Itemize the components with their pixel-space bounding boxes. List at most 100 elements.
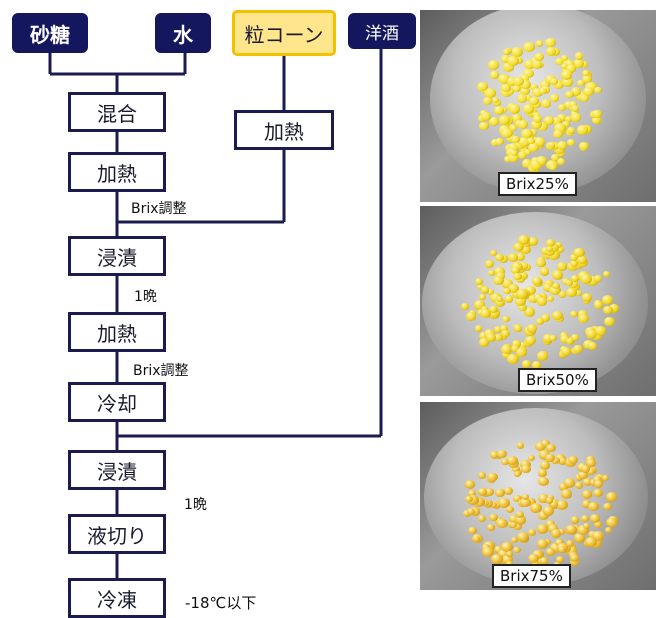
corn-kernel — [515, 296, 526, 306]
corn-kernel — [551, 153, 560, 161]
corn-photo-3: Brix75% — [420, 402, 656, 590]
brix-adjust-note-2: Brix調整 — [133, 363, 189, 379]
corn-kernel — [534, 137, 546, 147]
corn-kernel — [537, 476, 549, 486]
corn-kernel — [577, 256, 587, 264]
corn-kernel — [498, 74, 510, 85]
corn-kernel — [566, 524, 577, 535]
corn-kernel — [509, 124, 518, 132]
corn-kernel — [520, 497, 531, 507]
corn-kernel — [508, 104, 521, 115]
corn-kernel — [557, 141, 568, 150]
corn-kernel — [508, 142, 519, 152]
corn-kernel — [517, 94, 528, 103]
corn-pile-1 — [477, 37, 603, 173]
corn-kernel — [489, 305, 499, 314]
corn-kernel — [557, 103, 567, 111]
corn-kernel — [511, 136, 520, 144]
corn-kernel — [557, 457, 568, 466]
corn-kernel — [540, 98, 552, 108]
corn-kernel — [462, 510, 471, 517]
corn-kernel — [470, 506, 481, 516]
corn-kernel — [571, 104, 580, 112]
corn-kernel — [573, 58, 584, 68]
corn-kernel — [552, 117, 562, 126]
corn-kernel — [488, 308, 500, 319]
corn-kernel — [515, 275, 526, 284]
corn-kernel — [549, 542, 562, 553]
corn-kernel — [570, 310, 578, 318]
corn-kernel — [504, 295, 514, 303]
corn-kernel — [580, 61, 588, 68]
corn-kernel — [500, 127, 513, 138]
corn-kernel — [595, 326, 607, 336]
corn-kernel — [480, 308, 492, 318]
corn-kernel — [482, 500, 490, 507]
corn-kernel — [502, 554, 514, 565]
freeze-temp-note: -18℃以下 — [185, 594, 257, 612]
corn-kernel — [489, 513, 498, 521]
corn-kernel — [601, 474, 609, 481]
corn-kernel — [522, 360, 532, 368]
corn-pile-2 — [460, 235, 619, 370]
corn-kernel — [506, 76, 518, 86]
corn-kernel — [554, 122, 566, 133]
corn-kernel — [575, 482, 584, 489]
corn-kernel — [517, 532, 529, 543]
corn-kernel — [534, 556, 545, 565]
brix-adjust-note-1: Brix調整 — [131, 201, 187, 217]
corn-kernel — [549, 94, 559, 103]
corn-kernel — [540, 439, 550, 448]
corn-kernel — [493, 545, 503, 554]
corn-kernel — [494, 333, 503, 342]
corn-kernel — [524, 335, 536, 346]
corn-kernel — [558, 291, 567, 298]
corn-kernel — [537, 539, 549, 549]
corn-kernel — [489, 71, 499, 79]
corn-kernel — [508, 514, 519, 524]
corn-kernel — [467, 495, 479, 505]
corn-kernel — [474, 325, 483, 333]
corn-kernel — [497, 450, 508, 459]
corn-kernel — [592, 475, 602, 484]
corn-kernel — [564, 116, 572, 123]
corn-kernel — [532, 100, 542, 109]
corn-kernel — [571, 110, 579, 117]
drain-step: 液切り — [68, 514, 166, 554]
corn-kernel — [519, 144, 529, 153]
corn-kernel — [529, 83, 539, 91]
corn-kernel — [565, 540, 574, 548]
corn-kernel — [535, 441, 546, 451]
corn-kernel — [531, 60, 542, 69]
corn-kernel — [548, 249, 561, 260]
corn-kernel — [593, 301, 603, 309]
corn-kernel — [539, 460, 550, 470]
corn-kernel — [521, 128, 533, 139]
corn-kernel — [546, 520, 555, 528]
corn-kernel — [585, 458, 596, 468]
corn-kernel — [555, 539, 564, 547]
corn-kernel — [493, 266, 505, 277]
corn-kernel — [574, 290, 582, 297]
corn-kernel — [570, 516, 580, 524]
corn-kernel — [500, 329, 510, 338]
corn-kernel — [477, 81, 488, 91]
corn-kernel — [497, 549, 510, 559]
corn-kernel — [534, 53, 544, 62]
corn-kernel — [546, 548, 556, 556]
corn-kernel — [472, 536, 481, 543]
corn-kernel — [502, 315, 511, 323]
corn-kernel — [543, 283, 554, 292]
corn-kernel — [577, 525, 590, 536]
photo-label-1: Brix25% — [498, 172, 577, 196]
corn-kernel — [511, 345, 520, 353]
corn-kernel — [531, 560, 540, 567]
corn-kernel — [485, 332, 497, 343]
corn-kernel — [516, 510, 525, 518]
corn-kernel — [540, 81, 550, 89]
corn-kernel — [494, 253, 504, 262]
corn-kernel — [498, 497, 511, 509]
corn-kernel — [592, 332, 602, 341]
corn-kernel — [557, 545, 566, 553]
corn-kernel — [582, 522, 591, 530]
